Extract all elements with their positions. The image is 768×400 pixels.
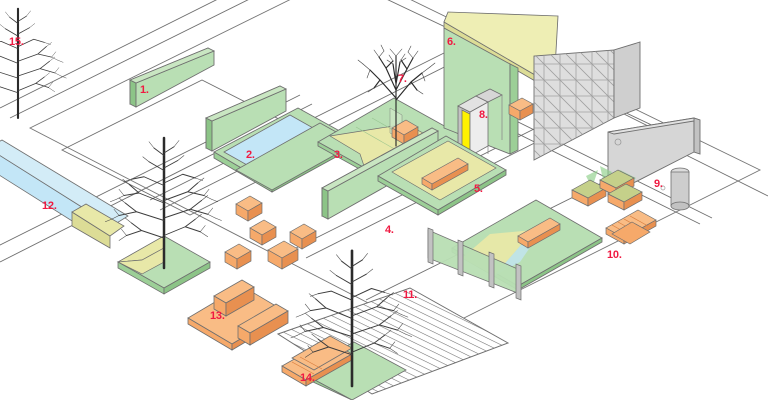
callout-label-3: 3.: [334, 149, 343, 161]
street-tree-center-west: [104, 136, 223, 270]
orange-cube-seat: [267, 240, 299, 270]
orange-bench-cluster: [187, 279, 289, 351]
orange-cube-seat: [235, 195, 263, 222]
orange-cube-seat: [508, 97, 534, 121]
green-wall-block-mid: [204, 85, 288, 152]
existing-tree-west: [0, 7, 68, 120]
linear-water-channel: [0, 139, 129, 249]
callout-label-2: 2.: [246, 149, 255, 161]
callout-label-11: 11.: [403, 289, 418, 301]
green-wall-block-northwest: [128, 47, 216, 108]
orange-planter-boxes: [571, 166, 643, 211]
yellow-panel-kiosk: [457, 88, 503, 158]
callout-label-12: 12.: [42, 200, 57, 212]
callout-label-5: 5.: [474, 183, 483, 195]
callout-label-7: 7.: [398, 73, 407, 85]
callout-label-15: 15.: [9, 36, 24, 48]
orange-cube-seat: [224, 243, 252, 270]
callout-label-9: 9.: [654, 178, 663, 190]
callout-label-10: 10.: [607, 249, 622, 261]
orange-cube-seat: [249, 219, 277, 246]
orange-steps-on-green-pad: [281, 335, 407, 400]
callout-label-13: 13.: [210, 310, 225, 322]
callout-label-8: 8.: [479, 109, 488, 121]
callout-label-6: 6.: [447, 36, 456, 48]
orange-stepped-seating: [605, 209, 657, 245]
green-slat-fence: [427, 227, 522, 301]
yellow-green-platform-with-bench: [377, 135, 507, 216]
callout-label-4: 4.: [385, 224, 394, 236]
callout-label-14: 14.: [300, 372, 315, 384]
callout-label-1: 1.: [140, 84, 149, 96]
orange-cube-seat: [289, 223, 317, 250]
gray-lattice-screen: [533, 41, 641, 161]
